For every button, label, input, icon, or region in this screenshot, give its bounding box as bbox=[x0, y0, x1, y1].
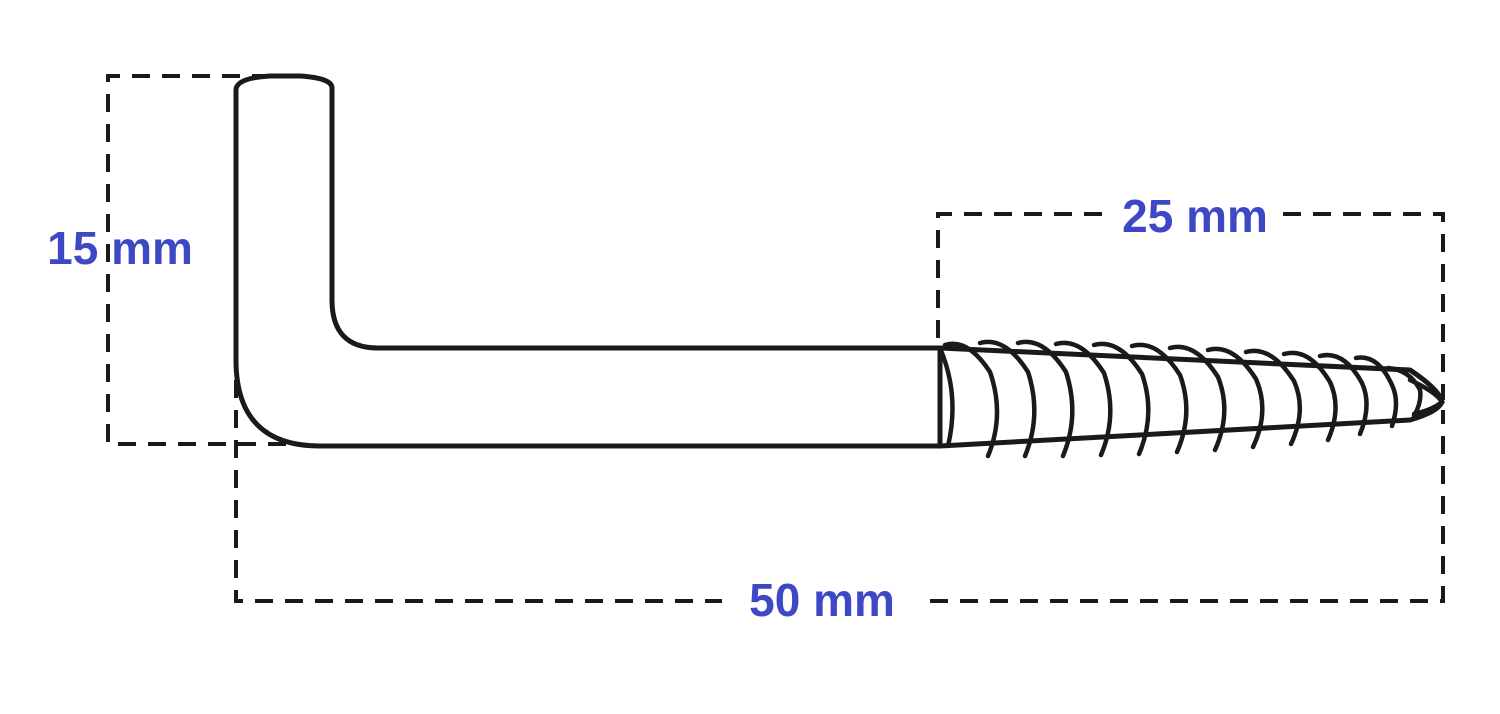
hook-shank bbox=[233, 73, 943, 449]
thread-length-label: 25 mm bbox=[1122, 190, 1268, 242]
hook-height-dimension-box bbox=[106, 74, 300, 446]
thread-length-dimension-box bbox=[936, 212, 1445, 400]
total-length-dimension-box bbox=[234, 380, 1445, 603]
screw-thread bbox=[937, 339, 1445, 459]
screw-hook bbox=[233, 73, 1445, 459]
hook-height-label: 15 mm bbox=[47, 222, 193, 274]
total-length-label: 50 mm bbox=[749, 574, 895, 626]
